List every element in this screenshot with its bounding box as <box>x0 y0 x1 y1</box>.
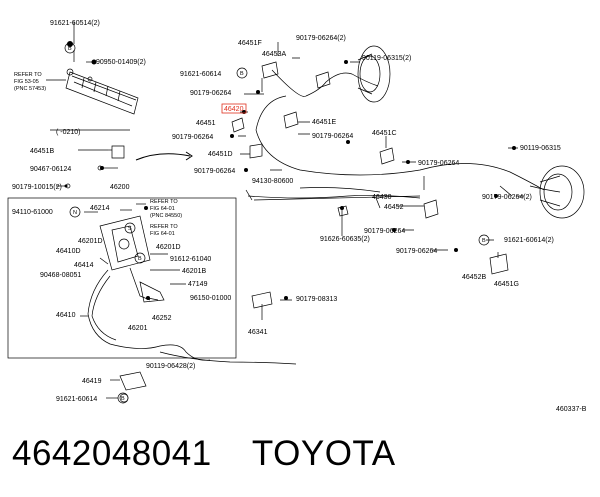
callout-46200: 46200 <box>110 184 130 191</box>
callout-46410d: 46410D <box>56 248 81 255</box>
callout-46453a: 46453A <box>262 51 286 58</box>
callout-90468-08051: 90468-08051 <box>40 272 81 279</box>
callout-91612-61040: 91612-61040 <box>170 256 211 263</box>
callout-46341: 46341 <box>248 329 268 336</box>
callout-90467-06124: 90467-06124 <box>30 166 71 173</box>
callout-90119-06315-top: 90119-06315(2) <box>362 55 411 62</box>
rear-brake-drum-top-drawing <box>357 45 391 103</box>
brake-lever-bracket-drawing <box>65 68 139 115</box>
callout-90179-06264-g: 90179-06264 <box>396 248 437 255</box>
refer-note-53-05-line3: (PNC 57453) <box>14 86 46 92</box>
callout-90119-06315-r: 90119-06315 <box>520 145 561 152</box>
refer-note-64-01-a-line1: REFER TO <box>150 199 178 205</box>
marker-b-1: B <box>68 46 72 52</box>
range-label: ( -0210) <box>56 129 81 136</box>
callout-46410: 46410 <box>56 312 76 319</box>
marker-n: N <box>73 210 77 216</box>
callout-46451b: 46451B <box>30 148 54 155</box>
callout-46214: 46214 <box>90 205 110 212</box>
marker-b-5: B <box>121 396 125 402</box>
callout-46452b: 46452B <box>462 274 486 281</box>
callout-47149: 47149 <box>188 281 208 288</box>
refer-note-64-01-a-line2: FIG 64-01 <box>150 206 175 212</box>
marker-s: S <box>128 226 132 232</box>
callout-90179-06264-top: 90179-06264(2) <box>296 35 346 42</box>
callout-90179-06264-2: 90179-06264(2) <box>482 194 532 201</box>
callout-46451g: 46451G <box>494 281 519 288</box>
callout-46201b: 46201B <box>182 268 206 275</box>
callout-94110-61000: 94110-61000 <box>12 209 53 216</box>
callout-46451d: 46451D <box>208 151 233 158</box>
callout-90179-06264-c: 90179-06264 <box>172 134 213 141</box>
refer-note-64-01-b-line1: REFER TO <box>150 224 178 230</box>
callout-46420: 46420 <box>224 106 244 113</box>
brand-name: TOYOTA <box>251 434 396 473</box>
part-number: 4642048041 <box>12 434 212 473</box>
callout-91621-60614-top: 91621-60614 <box>180 71 221 78</box>
callout-91621-60614-r: 91621-60614(2) <box>504 237 554 244</box>
callout-90179-10015: 90179-10015(2) <box>12 184 62 191</box>
callout-46419: 46419 <box>82 378 102 385</box>
diagram-ref-code: 460337-B <box>556 406 587 413</box>
callout-46420-highlight <box>221 103 247 114</box>
callout-46414: 46414 <box>74 262 94 269</box>
marker-b-2: B <box>240 71 244 77</box>
marker-b-4: B <box>482 238 486 244</box>
callout-90179-06264-f: 90179-06264 <box>364 228 405 235</box>
callout-90179-06264-e: 90179-06264 <box>194 168 235 175</box>
parking-brake-parts-diagram: B B N S B B B 91621-60514(2) 90950-01409… <box>7 20 587 413</box>
callout-91626-60635: 91626-60635(2) <box>320 236 370 243</box>
rear-brake-drum-right-drawing <box>529 165 585 219</box>
callout-46451c: 46451C <box>372 130 397 137</box>
refer-note-64-01-a-line3: (PNC 84550) <box>150 213 182 219</box>
callout-46451: 46451 <box>196 120 216 127</box>
callout-46451e: 46451E <box>312 119 336 126</box>
parking-brake-cable-drawing <box>245 69 545 201</box>
callout-90119-06428: 90119-06428(2) <box>146 363 195 370</box>
callout-46201d-a: 46201D <box>78 238 103 245</box>
callout-90950-01409: 90950-01409(2) <box>96 59 146 66</box>
callout-90179-06264-b: 90179-06264 <box>312 133 353 140</box>
callout-46451f: 46451F <box>238 40 262 47</box>
inset-frame <box>7 197 237 359</box>
callout-90179-08313: 90179-08313 <box>296 296 337 303</box>
callout-90179-06264-a: 90179-06264 <box>190 90 231 97</box>
refer-note-53-05-line2: FIG 53-05 <box>14 79 39 85</box>
marker-b-3: B <box>138 256 142 262</box>
callout-94130-80600: 94130-80600 <box>252 178 293 185</box>
callout-46201: 46201 <box>128 325 148 332</box>
front-cable-46410-drawing <box>80 269 211 361</box>
callout-91621-60614-bot: 91621-60614 <box>56 396 97 403</box>
callout-46201d-b: 46201D <box>156 244 181 251</box>
callout-46430: 46430 <box>372 194 392 201</box>
callout-96150-01000: 96150-01000 <box>190 295 231 302</box>
refer-note-64-01-b-line2: FIG 64-01 <box>150 231 175 237</box>
callout-46252: 46252 <box>152 315 172 322</box>
callout-90179-06264-d: 90179-06264 <box>418 160 459 167</box>
part-caption: 4642048041 TOYOTA <box>12 434 396 474</box>
callout-91621-60514: 91621-60514(2) <box>50 20 100 27</box>
refer-note-53-05-line1: REFER TO <box>14 72 42 78</box>
callout-46452: 46452 <box>384 204 404 211</box>
